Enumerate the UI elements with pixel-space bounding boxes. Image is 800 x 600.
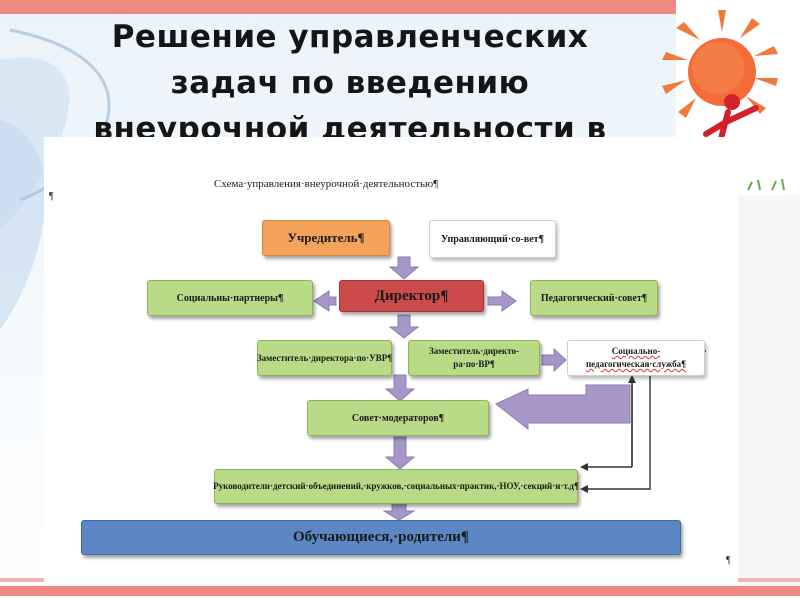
leaders-box: Руководители·детский·объединений,·кружко… — [213, 469, 579, 504]
deputy-uvr-box: Заместитель·директора·по·УВР¶ — [257, 340, 392, 376]
board-box: Управляющий·со-вет¶ — [429, 220, 556, 258]
social-service-box: Социально-педагогическая·служба¶ — [567, 340, 705, 376]
partners-box: Социальны·партнеры¶ — [147, 280, 313, 316]
slide-title-line-2: задач по введению — [170, 65, 530, 101]
ped-council-box: Педагогический·совет¶ — [530, 280, 658, 316]
scheme-title: Схема·управления·внеурочной·деятельность… — [214, 178, 439, 190]
pilcrow-mark-left: ¶ — [49, 191, 54, 202]
top-accent-bar — [0, 0, 800, 14]
management-scheme-figure: Схема·управления·внеурочной·деятельность… — [44, 137, 738, 583]
students-parents-box: Обучающиеся,·родители¶ — [81, 520, 681, 555]
founder-box: Учредитель¶ — [262, 220, 390, 256]
scheme-arrows — [313, 256, 706, 521]
pilcrow-mark-bottom-right: ¶ — [726, 555, 731, 566]
bottom-accent-bar — [0, 586, 800, 596]
slide-title-line-1: Решение управленческих — [111, 19, 589, 55]
deputy-vr-box: Заместитель·директо-ра·по·ВР¶ — [408, 340, 540, 376]
slide-title: Решение управленческих задач по введению… — [40, 14, 660, 152]
director-box: Директор¶ — [339, 280, 484, 312]
moderators-box: Совет·модераторов¶ — [307, 400, 489, 436]
